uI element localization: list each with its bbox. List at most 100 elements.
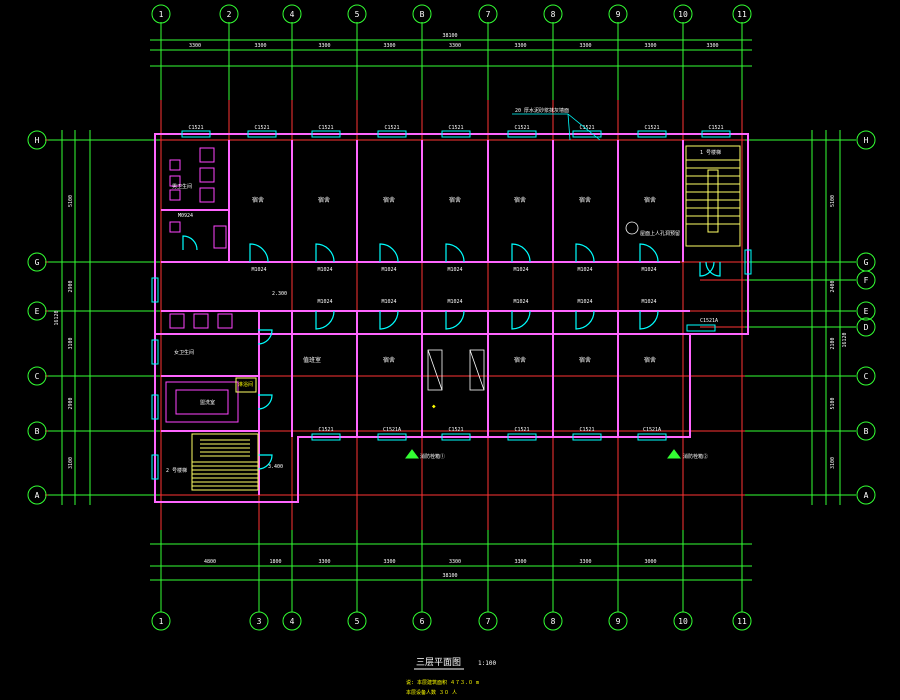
dim-left-value: 3100 [68,457,74,469]
axis-bubble-bottom: 4 [282,611,302,631]
toilet1-label: 男卫生间 [172,183,192,190]
dim-right-value: 2100 [830,337,836,349]
axis-bubble-top-circle [347,4,367,24]
dim-top-value: 3300 [254,43,266,49]
window-label-top: C1521 [708,125,723,131]
axis-bubble-left: A [27,485,47,505]
axis-bubble-bottom-circle [282,611,302,631]
stair-bottom-left-graphic [191,433,259,491]
axis-bubble-top: 4 [282,4,302,24]
walls [154,133,749,503]
room-name-bottom: 宿舍 [383,356,395,364]
dim-right-total: 16120 [842,332,848,347]
axis-bubble-bottom-circle [732,611,752,631]
axis-bubble-left-circle [27,421,47,441]
axis-bubble-top: 8 [543,4,563,24]
dim-left: 5100 2900 3100 2900 3100 [68,195,74,469]
dim-top-value: 3300 [383,43,395,49]
stair-bottom-left-label: 2 号楼梯 [166,467,187,474]
drawing-scale: 1:100 [478,660,496,667]
shower-partition [235,377,257,393]
dim-right-value: 5100 [830,397,836,409]
axis-bubble-right: A [856,485,876,505]
axis-bubble-bottom: 11 [732,611,752,631]
dim-bottom-value: 1800 [269,559,281,565]
axis-bubble-top: 5 [347,4,367,24]
room-name-top: 宿舍 [383,196,395,204]
dim-right-value: 2400 [830,280,836,292]
dim-left-value: 2900 [68,397,74,409]
axis-bubble-top-circle [543,4,563,24]
axis-bubble-bottom-label: 4 [290,617,295,626]
window-label-top: C1521 [254,125,269,131]
axis-bubble-top: 2 [219,4,239,24]
axis-bubble-right-circle [856,130,876,150]
dim-left-value: 2900 [68,280,74,292]
axis-bubble-left-circle [27,252,47,272]
axis-bubble-bottom-label: 7 [486,617,491,626]
door-label-row1: M1024 [251,267,266,273]
room-name-top: 宿舍 [252,196,264,204]
room-name-top: 宿舍 [449,196,461,204]
window-label-top: C1521 [644,125,659,131]
axis-bubble-bottom-label: 5 [355,617,360,626]
axis-bubble-left-label: G [35,258,40,267]
axis-bubble-right: B [856,421,876,441]
door-swings [182,235,721,470]
windows [151,130,752,480]
axis-bubble-right: G [856,252,876,272]
axis-bubble-right-label: A [864,491,869,500]
axis-bubble-left-label: H [35,136,40,145]
axis-bubble-bottom: 5 [347,611,367,631]
axis-bubble-bottom-circle [412,611,432,631]
room-name-bottom: 宿舍 [644,356,656,364]
storage-racks [427,349,485,391]
axis-bubble-left-circle [27,130,47,150]
axis-bubble-right: F [856,270,876,290]
window-label-bottom: C1521 [514,427,529,433]
window-label-top: C1521 [448,125,463,131]
axis-bubble-top: 11 [732,4,752,24]
dimension-lines [48,22,856,612]
window-label-top: C1521 [514,125,529,131]
window-label-bottom: C1521A [383,427,401,433]
door-label-row1: M1024 [513,267,528,273]
drawing-title: 三层平面图 [416,657,461,668]
axis-bubble-bottom-circle [151,611,171,631]
window-label-bottom: C1521A [643,427,661,433]
axis-bubble-left: E [27,301,47,321]
axis-bubble-left-label: C [35,372,40,381]
dim-left-value: 5100 [68,195,74,207]
dim-bottom-value: 3300 [449,559,461,565]
small-door-label: M0924 [178,213,193,219]
axis-bubble-bottom-circle [478,611,498,631]
dim-bottom-value: 3300 [514,559,526,565]
dim-left-value: 3100 [68,337,74,349]
axis-bubble-top-label: 5 [355,10,360,19]
window-side-label: C1521A [700,318,718,324]
door-label-row1: M1024 [381,267,396,273]
axis-bubble-right: E [856,301,876,321]
fire-box-1: 消防栓箱① [420,453,445,460]
axis-bubble-right-label: B [864,427,869,436]
window-label-top: C1521 [188,125,203,131]
axis-bubble-top-circle [282,4,302,24]
room-names-top: 宿舍宿舍宿舍宿舍宿舍宿舍宿舍 [252,196,656,204]
room-name-top: 宿舍 [318,196,330,204]
axis-bubble-top-label: 9 [616,10,621,19]
accent-mark: ◆ [432,403,436,410]
axis-bubble-bottom: 9 [608,611,628,631]
axis-bubble-top: 7 [478,4,498,24]
dim-right-value: 3100 [830,457,836,469]
door-label-row2: M1024 [577,299,592,305]
room-name-top: 宿舍 [644,196,656,204]
shower-label: 淋浴间 [238,381,253,388]
dim-bottom-value: 3000 [644,559,656,565]
axis-bubble-right-circle [856,301,876,321]
axis-bubble-top-label: 1 [159,10,164,19]
dim-top-value: 3300 [514,43,526,49]
door-label-row2: M1024 [641,299,656,305]
